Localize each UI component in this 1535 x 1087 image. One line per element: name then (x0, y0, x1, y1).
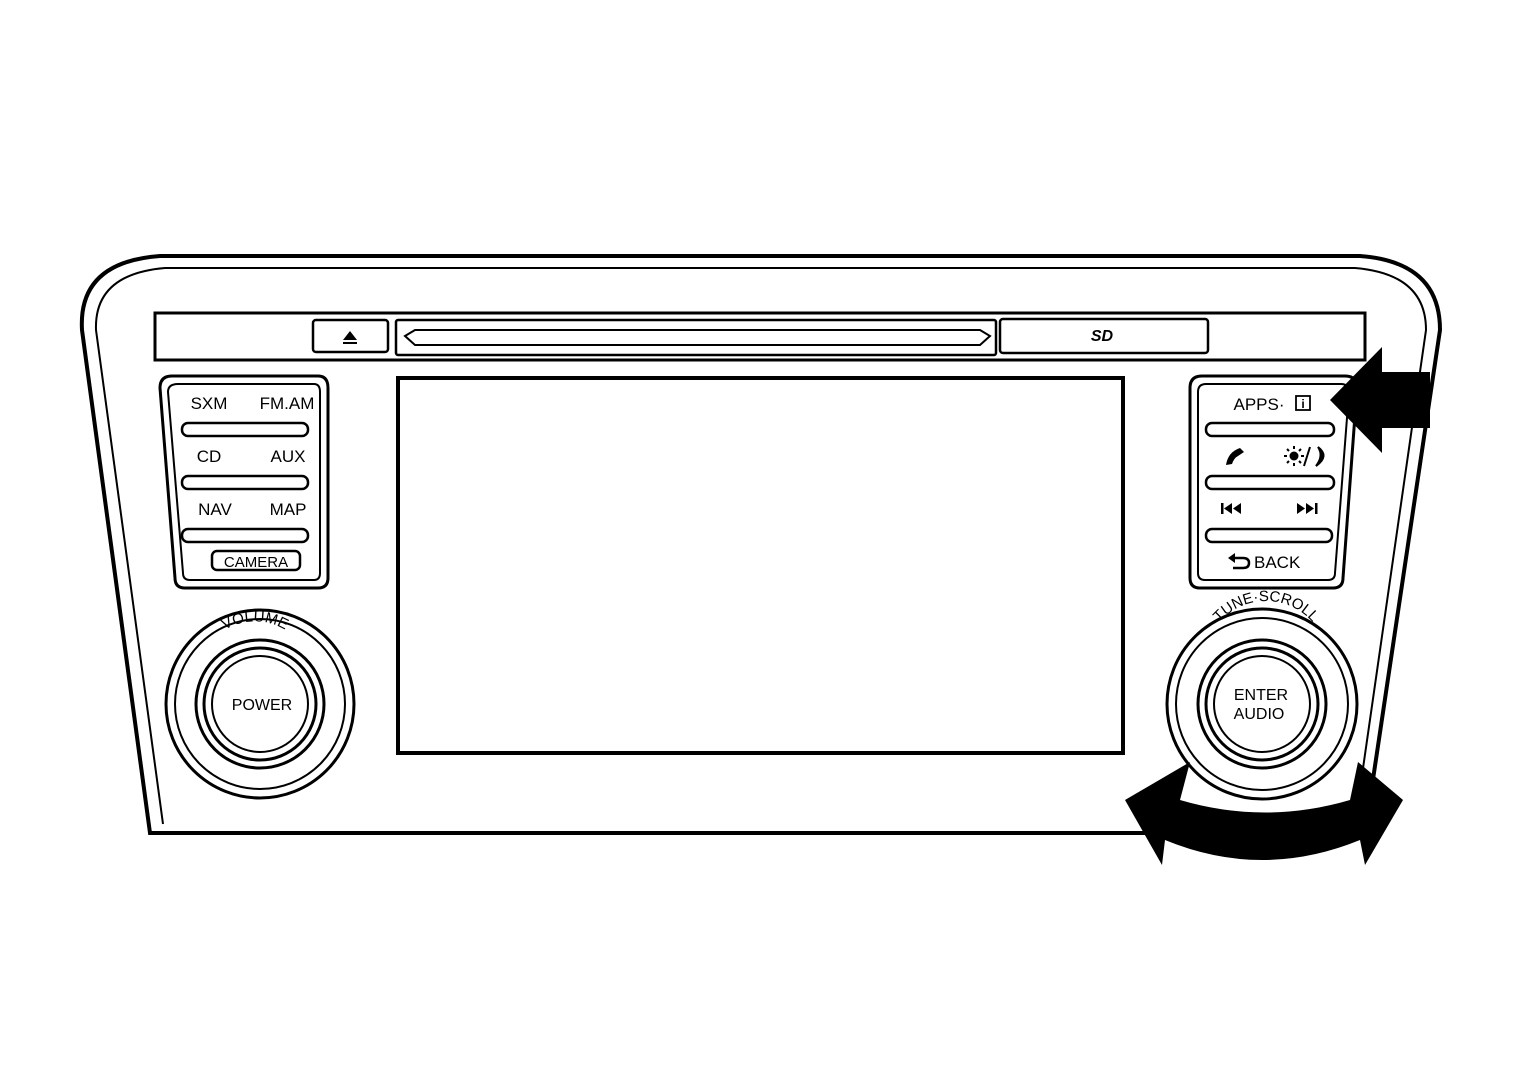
aux-button[interactable]: AUX (271, 447, 306, 466)
fm-am-button[interactable]: FM.AM (260, 394, 315, 413)
rotate-arrow-icon (1125, 762, 1403, 865)
sxm-button[interactable]: SXM (191, 394, 228, 413)
phone-brightness-rocker[interactable] (1204, 474, 1336, 491)
sd-logo: SD (1091, 328, 1114, 345)
nav-map-rocker[interactable] (180, 527, 310, 544)
volume-knob[interactable]: VOLUME POWER (164, 608, 356, 800)
slot-strip: SD (153, 311, 1367, 362)
eject-icon (343, 331, 357, 344)
right-button-panel: APPS· i (1188, 374, 1359, 590)
pointer-arrow-icon (1330, 347, 1430, 453)
apps-info-label: APPS· (1233, 395, 1284, 414)
sxm-fmam-rocker[interactable] (180, 421, 310, 438)
svg-text:i: i (1301, 397, 1304, 411)
camera-button[interactable] (210, 549, 302, 572)
cd-slot[interactable] (394, 318, 998, 357)
sun-moon-icon[interactable] (1284, 446, 1325, 467)
tune-scroll-label: TUNE·SCROLL (1210, 588, 1322, 625)
return-arrow-icon (1233, 556, 1251, 570)
tune-scroll-knob[interactable]: TUNE·SCROLL ENTER AUDIO (1165, 588, 1359, 801)
back-button[interactable]: BACK (1254, 553, 1301, 572)
outer-bezel (79, 254, 1443, 835)
skip-forward-icon[interactable] (1297, 503, 1318, 514)
power-button[interactable]: POWER (232, 697, 292, 714)
map-button[interactable]: MAP (270, 500, 307, 519)
cd-aux-rocker[interactable] (180, 474, 310, 491)
nav-button[interactable]: NAV (198, 500, 232, 519)
display-screen[interactable] (396, 376, 1125, 755)
track-seek-rocker[interactable] (1204, 527, 1334, 544)
enter-label: ENTER (1234, 687, 1288, 704)
left-button-panel: SXM FM.AM CD AUX NAV MAP CAMERA (158, 374, 330, 590)
apps-info-button[interactable] (1204, 421, 1336, 438)
camera-label: CAMERA (224, 554, 288, 571)
eject-button[interactable] (311, 318, 390, 354)
audio-label: AUDIO (1234, 706, 1285, 723)
sd-card-slot[interactable] (998, 317, 1210, 355)
cd-button[interactable]: CD (197, 447, 222, 466)
phone-icon[interactable] (1226, 448, 1244, 465)
skip-back-icon[interactable] (1221, 503, 1241, 514)
info-icon (1295, 395, 1311, 411)
